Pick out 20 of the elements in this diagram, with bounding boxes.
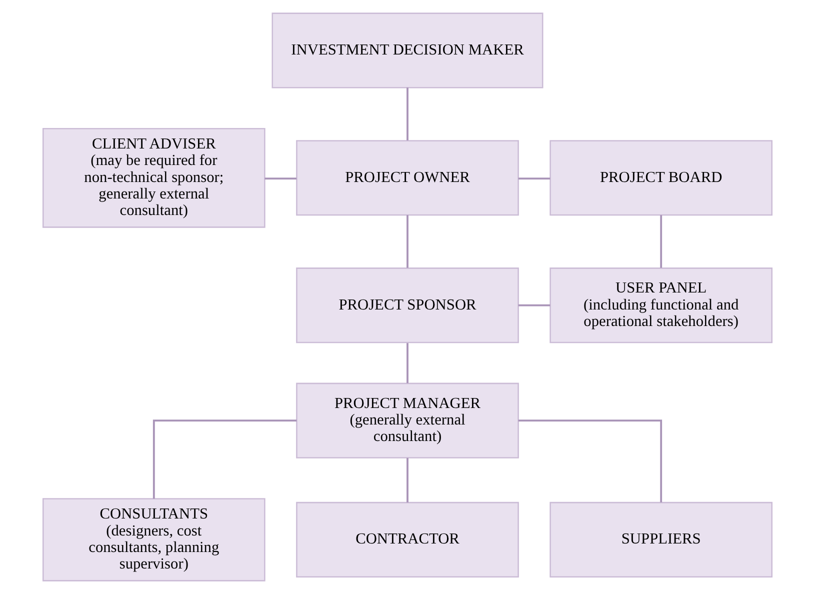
node-box: PROJECT BOARD	[550, 140, 773, 216]
node-box: PROJECT OWNER	[296, 140, 519, 216]
connector	[406, 215, 408, 268]
connector	[264, 178, 296, 180]
node-box: CONSULTANTS (designers, cost consultants, planning supervisor)	[42, 498, 266, 582]
node-box: PROJECT SPONSOR	[296, 268, 519, 344]
node-box: CLIENT ADVISER (may be required for non-technical sponsor; generally external consultant)	[42, 128, 266, 228]
node-box: SUPPLIERS	[550, 502, 773, 578]
connector	[518, 420, 662, 502]
connector	[406, 458, 408, 502]
node-box: USER PANEL (including functional and operational stakeholders)	[550, 268, 773, 344]
connector	[660, 215, 662, 268]
node-box: CONTRACTOR	[296, 502, 519, 578]
connector	[152, 420, 297, 499]
connector	[518, 304, 550, 306]
connector	[406, 88, 408, 140]
connector	[406, 343, 408, 384]
connector	[518, 178, 550, 180]
node-box: PROJECT MANAGER (generally external consultant)	[296, 382, 519, 458]
node-box: INVESTMENT DECISION MAKER	[272, 12, 544, 88]
